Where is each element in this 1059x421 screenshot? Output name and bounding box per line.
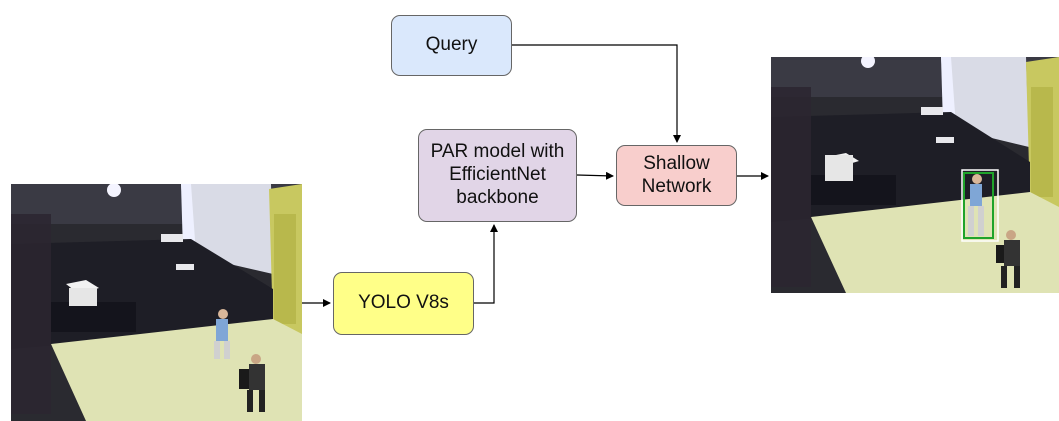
edge-yolo-to-par (474, 224, 498, 304)
output-scene-image (771, 57, 1059, 293)
query-label: Query (425, 34, 478, 56)
par-model-label: PAR model with EfficientNet backbone (430, 141, 565, 208)
yolo-node: YOLO V8s (333, 272, 474, 335)
detection-box-white (961, 169, 999, 242)
edge-query-to-shallow (512, 44, 681, 143)
edge-par-to-shallow (576, 171, 614, 180)
query-node: Query (391, 15, 512, 76)
shallow-network-node: Shallow Network (616, 145, 737, 206)
yolo-label: YOLO V8s (358, 292, 449, 314)
shallow-network-label: Shallow Network (641, 152, 712, 197)
detection-box-green (963, 172, 994, 239)
input-scene-image (11, 184, 302, 421)
par-model-node: PAR model with EfficientNet backbone (418, 129, 577, 222)
